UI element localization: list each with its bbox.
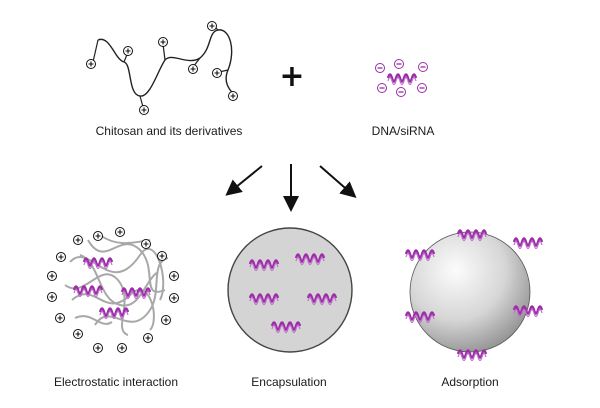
negative-charge-icon xyxy=(395,86,407,98)
chitosan-mesh xyxy=(64,234,169,336)
positive-charge-icon xyxy=(122,45,134,57)
electrostatic-complex xyxy=(46,226,180,354)
positive-charge-icon xyxy=(138,104,150,116)
adsorption-particle xyxy=(404,229,544,362)
positive-charge-icon xyxy=(157,36,169,48)
dna-helix xyxy=(386,73,418,86)
positive-charge-icon xyxy=(85,58,97,70)
encapsulation-label: Encapsulation xyxy=(251,375,326,389)
positive-charge-icon xyxy=(211,67,223,79)
positive-charge-icon xyxy=(206,20,218,32)
helix-icon xyxy=(82,257,114,270)
negative-charge-icon xyxy=(416,82,428,94)
positive-charge-icon xyxy=(227,90,239,102)
electrostatic-label: Electrostatic interaction xyxy=(54,375,178,389)
dna-charges xyxy=(374,58,429,98)
plus-symbol: + xyxy=(279,59,304,94)
positive-charge-icon xyxy=(187,63,199,75)
negative-charge-icon xyxy=(376,82,388,94)
negative-charge-icon xyxy=(393,58,405,70)
encapsulation-particle xyxy=(227,227,353,353)
chitosan-label: Chitosan and its derivatives xyxy=(96,124,243,138)
dna-label: DNA/siRNA xyxy=(372,124,435,138)
helix-icon xyxy=(512,237,544,250)
arrow-left xyxy=(225,165,263,196)
outer-charges xyxy=(46,226,180,354)
negative-charge-icon xyxy=(374,62,386,74)
arrow-right xyxy=(319,165,357,198)
arrows xyxy=(225,164,357,212)
chitosan-chain xyxy=(92,24,236,108)
chitosan-charges xyxy=(85,20,239,116)
negative-charge-icon xyxy=(417,61,429,73)
adsorption-label: Adsorption xyxy=(441,375,498,389)
